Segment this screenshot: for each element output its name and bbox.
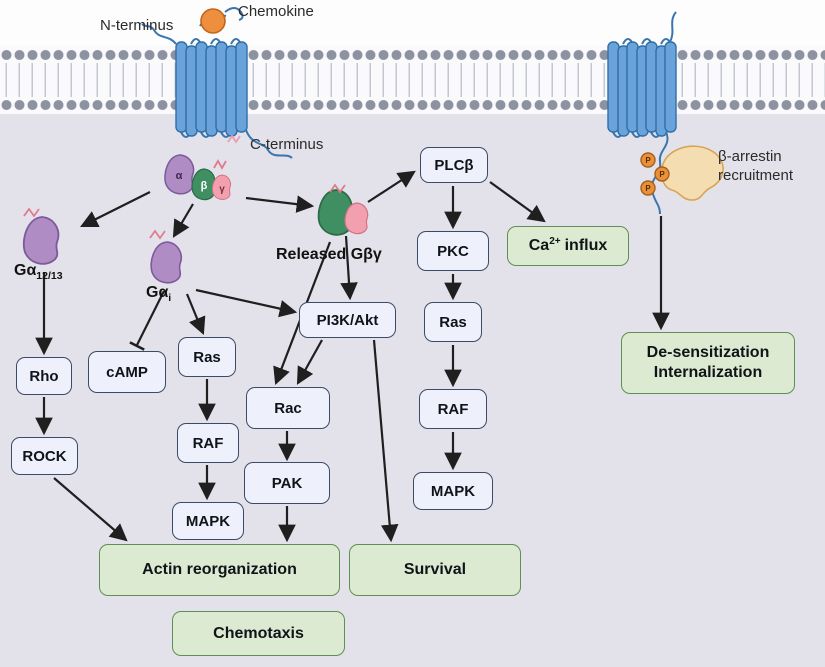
g-gamma-subunit-shape (212, 174, 232, 200)
node-pkc: PKC (417, 231, 489, 271)
beta-arrestin-shape: P P P (640, 131, 724, 215)
extracellular-space (0, 0, 825, 46)
lipid-heads-bottom (0, 98, 825, 112)
c-terminus-tail-right (650, 131, 669, 215)
g-gamma-letter: γ (219, 184, 225, 195)
desensitization-line2: Internalization (653, 364, 763, 381)
phosphate-letter: P (645, 184, 651, 193)
beta-arrestin-label-line2: recruitment (718, 166, 794, 184)
g-alpha-i-label: Gαi (146, 284, 172, 304)
ca-rest: influx (564, 237, 608, 254)
node-camp: cAMP (88, 351, 166, 393)
chemokine-label: Chemokine (238, 3, 314, 20)
c-terminus-label: C-terminus (250, 136, 324, 153)
node-survival: Survival (349, 544, 521, 596)
phosphate-letter: P (645, 156, 651, 165)
g-protein-trimer: α β γ (164, 154, 232, 201)
node-raf-right: RAF (419, 389, 487, 429)
beta-arrestin-label-line1: β-arrestin (718, 148, 782, 165)
node-ras-left: Ras (178, 337, 236, 377)
lipid-tails (0, 63, 825, 97)
node-mapk-left: MAPK (172, 502, 244, 540)
prenyl-squiggle (213, 159, 227, 170)
node-pi3k-akt: PI3K/Akt (299, 302, 396, 338)
g-alpha-base: Gα (14, 262, 37, 279)
ca-sup: 2+ (549, 235, 561, 247)
cell-membrane (0, 46, 825, 114)
released-gbg-shape (317, 183, 369, 236)
g-alpha-12-13-sub: 12/13 (36, 270, 63, 282)
g-alpha-letter: α (176, 170, 183, 182)
phosphate-circle (640, 180, 656, 196)
g-alpha-subunit-shape (164, 154, 195, 195)
node-rock: ROCK (11, 437, 78, 475)
beta-arrestin-label: β-arrestin recruitment (718, 148, 793, 186)
phosphate-circle (640, 152, 656, 168)
lipid-heads-top (0, 48, 825, 62)
ca-base: Ca (528, 237, 550, 254)
palmitoyl-squiggle (227, 134, 241, 144)
phosphate-circle (654, 166, 670, 182)
node-pak: PAK (244, 462, 330, 504)
g-alpha-12-13-shape (22, 207, 60, 265)
node-rac: Rac (246, 387, 330, 429)
node-desensitization: De-sensitization Internalization (621, 332, 795, 394)
node-actin-reorganization: Actin reorganization (99, 544, 340, 596)
node-mapk-right: MAPK (413, 472, 493, 510)
n-terminus-label: N-terminus (100, 17, 174, 34)
released-gbg-label: Released Gβγ (276, 246, 382, 263)
g-alpha-12-13-label: Gα12/13 (14, 262, 63, 282)
desensitization-line1: De-sensitization (646, 344, 770, 362)
g-alpha-i-shape (149, 229, 183, 284)
g-beta-subunit-shape (191, 168, 216, 201)
node-chemotaxis: Chemotaxis (172, 611, 345, 656)
node-plcb: PLCβ (420, 147, 488, 183)
g-beta-letter: β (201, 180, 208, 192)
node-rho: Rho (16, 357, 72, 395)
node-ras-right: Ras (424, 302, 482, 342)
node-raf-left: RAF (177, 423, 239, 463)
g-alpha-base: Gα (146, 284, 169, 301)
g-alpha-i-sub: i (168, 292, 172, 304)
phosphate-letter: P (659, 170, 665, 179)
